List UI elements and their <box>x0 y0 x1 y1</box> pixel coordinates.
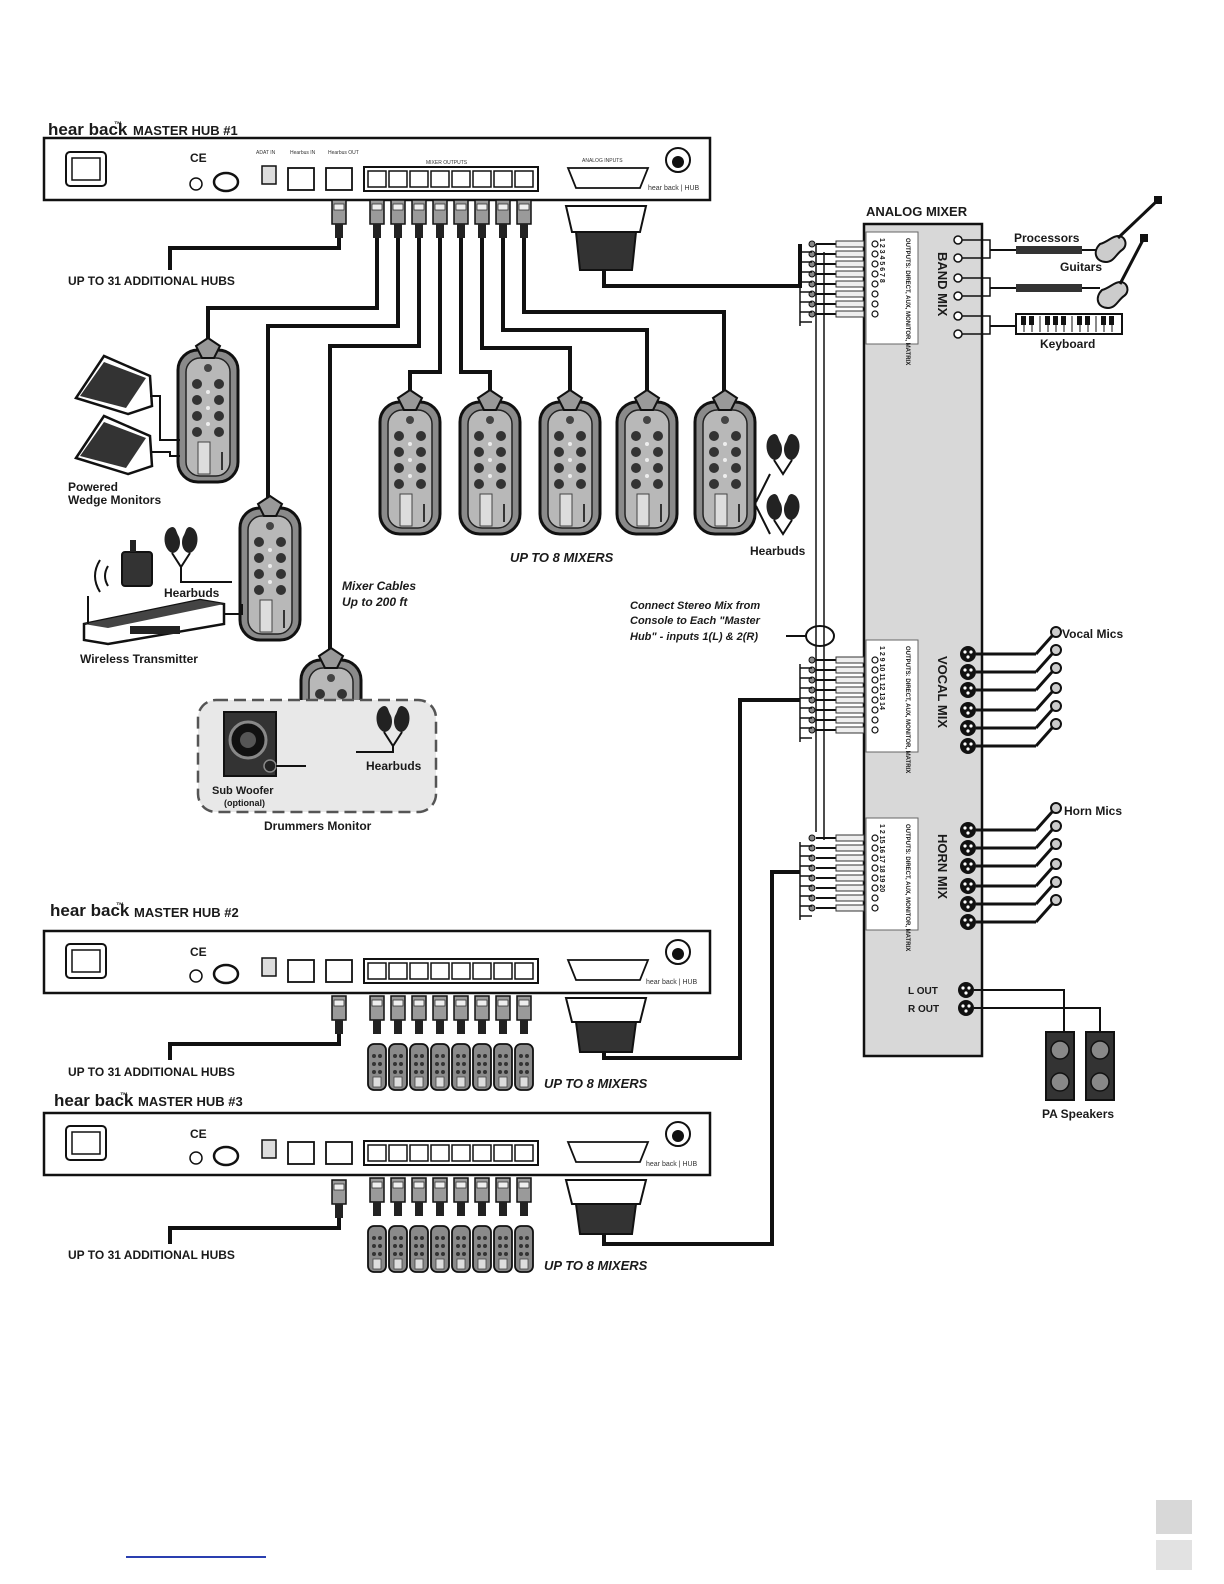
hub2-additional: UP TO 31 ADDITIONAL HUBS <box>68 1065 235 1079</box>
up-to-8-mixers-hub1: UP TO 8 MIXERS <box>510 550 614 565</box>
band-sources: Processors Guitars <box>962 196 1162 351</box>
master-hub-1: hear back ™ MASTER HUB #1 CE ADAT IN Hea… <box>42 120 712 202</box>
svg-text:OUTPUTS: DIRECT, AUX, MONITOR,: OUTPUTS: DIRECT, AUX, MONITOR, MATRIX <box>904 238 910 365</box>
wireless-transmitter: Hearbuds Wireless Transmitter <box>80 526 243 666</box>
svg-text:ANALOG INPUTS: ANALOG INPUTS <box>582 158 623 164</box>
guitar-icon-2 <box>1096 234 1148 310</box>
sub-woofer-optional: (optional) <box>224 798 265 808</box>
svg-text:Console to Each "Master: Console to Each "Master <box>630 615 761 627</box>
wireless-transmitter-label: Wireless Transmitter <box>80 652 198 666</box>
band-mix-title: BAND MIX <box>935 252 950 317</box>
horn-mics: Horn Mics <box>974 801 1122 924</box>
hub2-title: MASTER HUB #2 <box>134 905 239 920</box>
page-corner-tab-1 <box>1156 1500 1192 1534</box>
hub1-cables: UP TO 31 ADDITIONAL HUBS <box>68 199 802 655</box>
svg-text:Hub" - inputs 1(L) & 2(R): Hub" - inputs 1(L) & 2(R) <box>630 631 758 643</box>
svg-text:™: ™ <box>116 901 124 910</box>
vocal-mix-title: VOCAL MIX <box>935 656 950 728</box>
processors-label: Processors <box>1014 231 1080 245</box>
svg-text:Up to 200 ft: Up to 200 ft <box>342 595 408 609</box>
row-hearbuds-label: Hearbuds <box>750 544 806 558</box>
analog-mixer: ANALOG MIXER BAND MIX OUTPUTS: DIRECT, A… <box>862 204 984 1058</box>
svg-text:CE: CE <box>190 1127 207 1141</box>
hub3-additional: UP TO 31 ADDITIONAL HUBS <box>68 1248 235 1262</box>
vocal-mics: Vocal Mics <box>974 625 1123 748</box>
svg-text:hear back | HUB: hear back | HUB <box>648 185 700 192</box>
guitar-icon-1 <box>1094 196 1162 264</box>
svg-text:™: ™ <box>120 1091 128 1100</box>
master-hub-2: hear back ™ MASTER HUB #2 CE hear back |… <box>42 698 800 1091</box>
svg-text:1 2 9 10 11 12 13 14: 1 2 9 10 11 12 13 14 <box>878 646 885 710</box>
hub1-tm: ™ <box>114 120 122 129</box>
footer-link-underline[interactable] <box>126 1556 266 1558</box>
pa-speakers-label: PA Speakers <box>1042 1107 1114 1121</box>
mixer-cables-note: Mixer Cables Up to 200 ft <box>342 579 416 609</box>
svg-text:ADAT IN: ADAT IN <box>256 150 276 156</box>
page-corner-tab-2 <box>1156 1540 1192 1570</box>
patch-rows <box>799 240 865 920</box>
keyboard-label: Keyboard <box>1040 337 1095 351</box>
hub3-title: MASTER HUB #3 <box>138 1094 243 1109</box>
powered-wedge-monitors: Powered Wedge Monitors <box>68 354 180 507</box>
drummer-hearbuds-label: Hearbuds <box>366 759 422 773</box>
wireless-hearbuds-label: Hearbuds <box>164 586 220 600</box>
keyboard-icon <box>990 313 1123 335</box>
analog-mixer-title: ANALOG MIXER <box>866 204 968 219</box>
vocal-mics-label: Vocal Mics <box>1062 627 1123 641</box>
master-hub-3: hear back ™ MASTER HUB #3 CE hear back |… <box>42 870 800 1273</box>
hub1-additional: UP TO 31 ADDITIONAL HUBS <box>68 274 235 288</box>
svg-text:MIXER OUTPUTS: MIXER OUTPUTS <box>426 160 468 166</box>
svg-text:Mixer Cables: Mixer Cables <box>342 579 416 593</box>
stereo-mix-note: Connect Stereo Mix from Console to Each … <box>630 600 835 647</box>
hub1-brand: hear back <box>48 120 128 139</box>
svg-text:hear back | HUB: hear back | HUB <box>646 1161 698 1168</box>
hub3-brand: hear back <box>54 1091 134 1110</box>
row-hearbuds: Hearbuds UP TO 8 MIXERS <box>510 433 806 565</box>
svg-text:Hearbus IN: Hearbus IN <box>290 150 316 156</box>
svg-text:CE: CE <box>190 945 207 959</box>
svg-text:Connect Stereo Mix from: Connect Stereo Mix from <box>630 600 760 612</box>
svg-text:Hearbus OUT: Hearbus OUT <box>328 150 359 156</box>
drummers-monitor: Hearbuds Sub Woofer (optional) Drummers … <box>196 698 438 833</box>
wedge-label-1: Powered <box>68 480 118 494</box>
guitars-label: Guitars <box>1060 260 1102 274</box>
svg-text:OUTPUTS: DIRECT, AUX, MONITOR,: OUTPUTS: DIRECT, AUX, MONITOR, MATRIX <box>904 646 910 773</box>
wedge-label-2: Wedge Monitors <box>68 493 161 507</box>
hub2-mixers: UP TO 8 MIXERS <box>544 1076 648 1091</box>
stereo-bus <box>815 244 825 840</box>
drummers-monitor-label: Drummers Monitor <box>264 819 372 833</box>
svg-text:1 2 3 4 5 6 7 8: 1 2 3 4 5 6 7 8 <box>878 238 885 283</box>
pa-speakers: PA Speakers <box>974 989 1115 1121</box>
hub3-mixers: UP TO 8 MIXERS <box>544 1258 648 1273</box>
svg-text:OUTPUTS: DIRECT, AUX, MONITOR,: OUTPUTS: DIRECT, AUX, MONITOR, MATRIX <box>904 824 910 951</box>
hub2-brand: hear back <box>50 901 130 920</box>
r-out-label: R OUT <box>908 1004 939 1015</box>
svg-text:1 2 15 16 17 18 19 20: 1 2 15 16 17 18 19 20 <box>878 824 885 892</box>
sub-woofer-label: Sub Woofer <box>212 785 274 797</box>
horn-mics-label: Horn Mics <box>1064 804 1122 818</box>
l-out-label: L OUT <box>908 986 938 997</box>
svg-text:hear back | HUB: hear back | HUB <box>646 979 698 986</box>
hub1-ce: CE <box>190 151 207 165</box>
horn-mix-title: HORN MIX <box>935 834 950 899</box>
hub1-title: MASTER HUB #1 <box>133 123 238 138</box>
